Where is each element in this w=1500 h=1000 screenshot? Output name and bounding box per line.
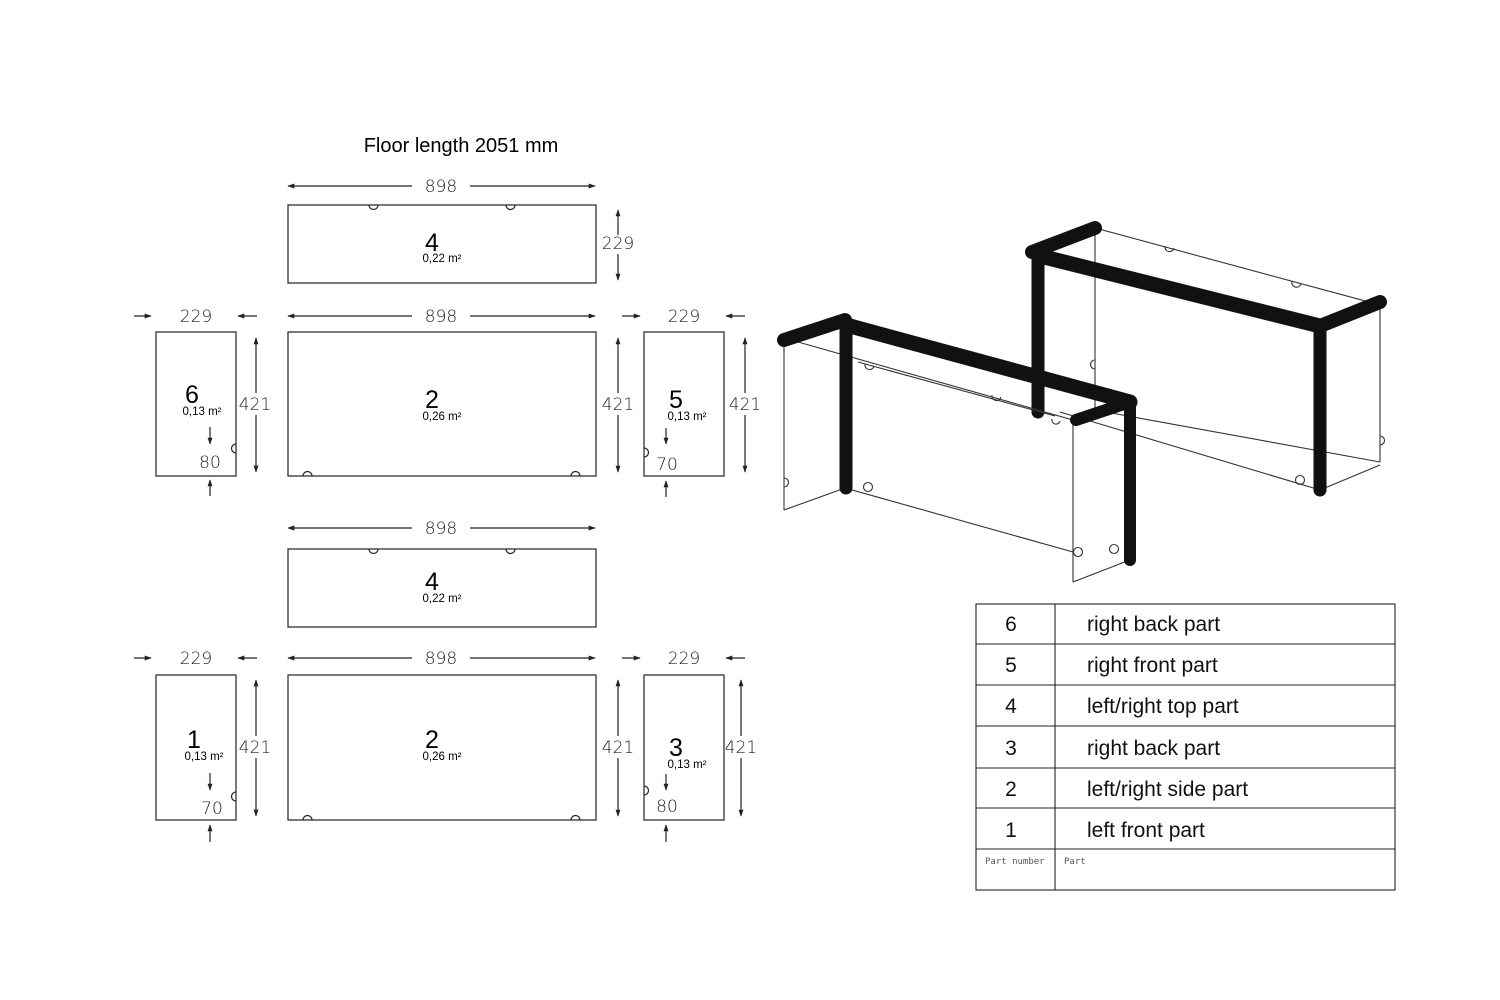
table-row-part: left/right top part bbox=[1087, 695, 1239, 718]
table-row-number: 1 bbox=[1005, 819, 1017, 842]
panel-1-offset-dim: 70 bbox=[201, 799, 223, 819]
front-unit-edge-bands bbox=[777, 313, 1138, 566]
panel-3 bbox=[622, 655, 745, 842]
table-row-number: 5 bbox=[1005, 654, 1017, 677]
panel-4-middle-width-dim: 898 bbox=[425, 519, 457, 539]
drawing-title: Floor length 2051 mm bbox=[364, 135, 559, 157]
panel-2-upper-area: 0,26 m² bbox=[423, 411, 462, 423]
panel-4-area: 0,22 m² bbox=[423, 253, 462, 265]
table-row-part: left/right side part bbox=[1087, 778, 1248, 801]
panel-3-width-dim: 229 bbox=[668, 649, 700, 669]
table-row-number: 4 bbox=[1005, 695, 1017, 718]
panel-1-area: 0,13 m² bbox=[185, 751, 224, 763]
panel-5 bbox=[622, 313, 748, 497]
panel-6-number: 6 bbox=[185, 381, 199, 409]
panel-2-lower bbox=[287, 655, 621, 821]
panel-4-middle bbox=[287, 525, 597, 628]
panel-1-number: 1 bbox=[187, 726, 201, 754]
rear-unit-edge-bands bbox=[1025, 221, 1387, 497]
panel-2-lower-height-dim: 421 bbox=[602, 738, 634, 758]
panel-2-upper-number: 2 bbox=[425, 386, 439, 414]
panel-2-upper-height-dim: 421 bbox=[602, 395, 634, 415]
panel-4-number: 4 bbox=[425, 229, 439, 257]
table-row-part: right back part bbox=[1087, 613, 1220, 636]
panel-2-lower-number: 2 bbox=[425, 726, 439, 754]
isometric-assembly-view bbox=[777, 221, 1387, 583]
panel-5-offset-dim: 70 bbox=[656, 455, 678, 475]
panel-3-offset-dim: 80 bbox=[656, 797, 678, 817]
panel-4-height-dim: 229 bbox=[602, 234, 634, 254]
panel-4-middle-number: 4 bbox=[425, 568, 439, 596]
table-row-number: 2 bbox=[1005, 778, 1017, 801]
panel-6 bbox=[134, 313, 259, 496]
panel-1-width-dim: 229 bbox=[180, 649, 212, 669]
panel-3-height-dim: 421 bbox=[725, 738, 757, 758]
panel-5-width-dim: 229 bbox=[668, 307, 700, 327]
panel-5-height-dim: 421 bbox=[729, 395, 761, 415]
table-row-part: left front part bbox=[1087, 819, 1205, 842]
table-row-number: 6 bbox=[1005, 613, 1017, 636]
panel-6-width-dim: 229 bbox=[180, 307, 212, 327]
table-row-part: right back part bbox=[1087, 737, 1220, 760]
panel-3-number: 3 bbox=[669, 734, 683, 762]
panel-2-lower-width-dim: 898 bbox=[425, 649, 457, 669]
panel-2-upper bbox=[287, 313, 621, 477]
panel-4-width-dim: 898 bbox=[425, 177, 457, 197]
table-header-part: Part bbox=[1064, 857, 1086, 867]
panel-4-top bbox=[287, 183, 621, 284]
panel-2-upper-width-dim: 898 bbox=[425, 307, 457, 327]
table-row-number: 3 bbox=[1005, 737, 1017, 760]
table-header-number: Part number bbox=[985, 857, 1045, 867]
table-row-part: right front part bbox=[1087, 654, 1218, 677]
panel-2-lower-area: 0,26 m² bbox=[423, 751, 462, 763]
panel-6-offset-dim: 80 bbox=[199, 453, 221, 473]
panel-6-height-dim: 421 bbox=[239, 395, 271, 415]
panel-5-number: 5 bbox=[669, 386, 683, 414]
panel-3-area: 0,13 m² bbox=[668, 759, 707, 771]
parts-table bbox=[975, 603, 1396, 891]
panel-5-area: 0,13 m² bbox=[668, 411, 707, 423]
panel-1-height-dim: 421 bbox=[239, 738, 271, 758]
panel-4-middle-area: 0,22 m² bbox=[423, 593, 462, 605]
panel-6-area: 0,13 m² bbox=[183, 406, 222, 418]
panel-1 bbox=[134, 655, 259, 842]
